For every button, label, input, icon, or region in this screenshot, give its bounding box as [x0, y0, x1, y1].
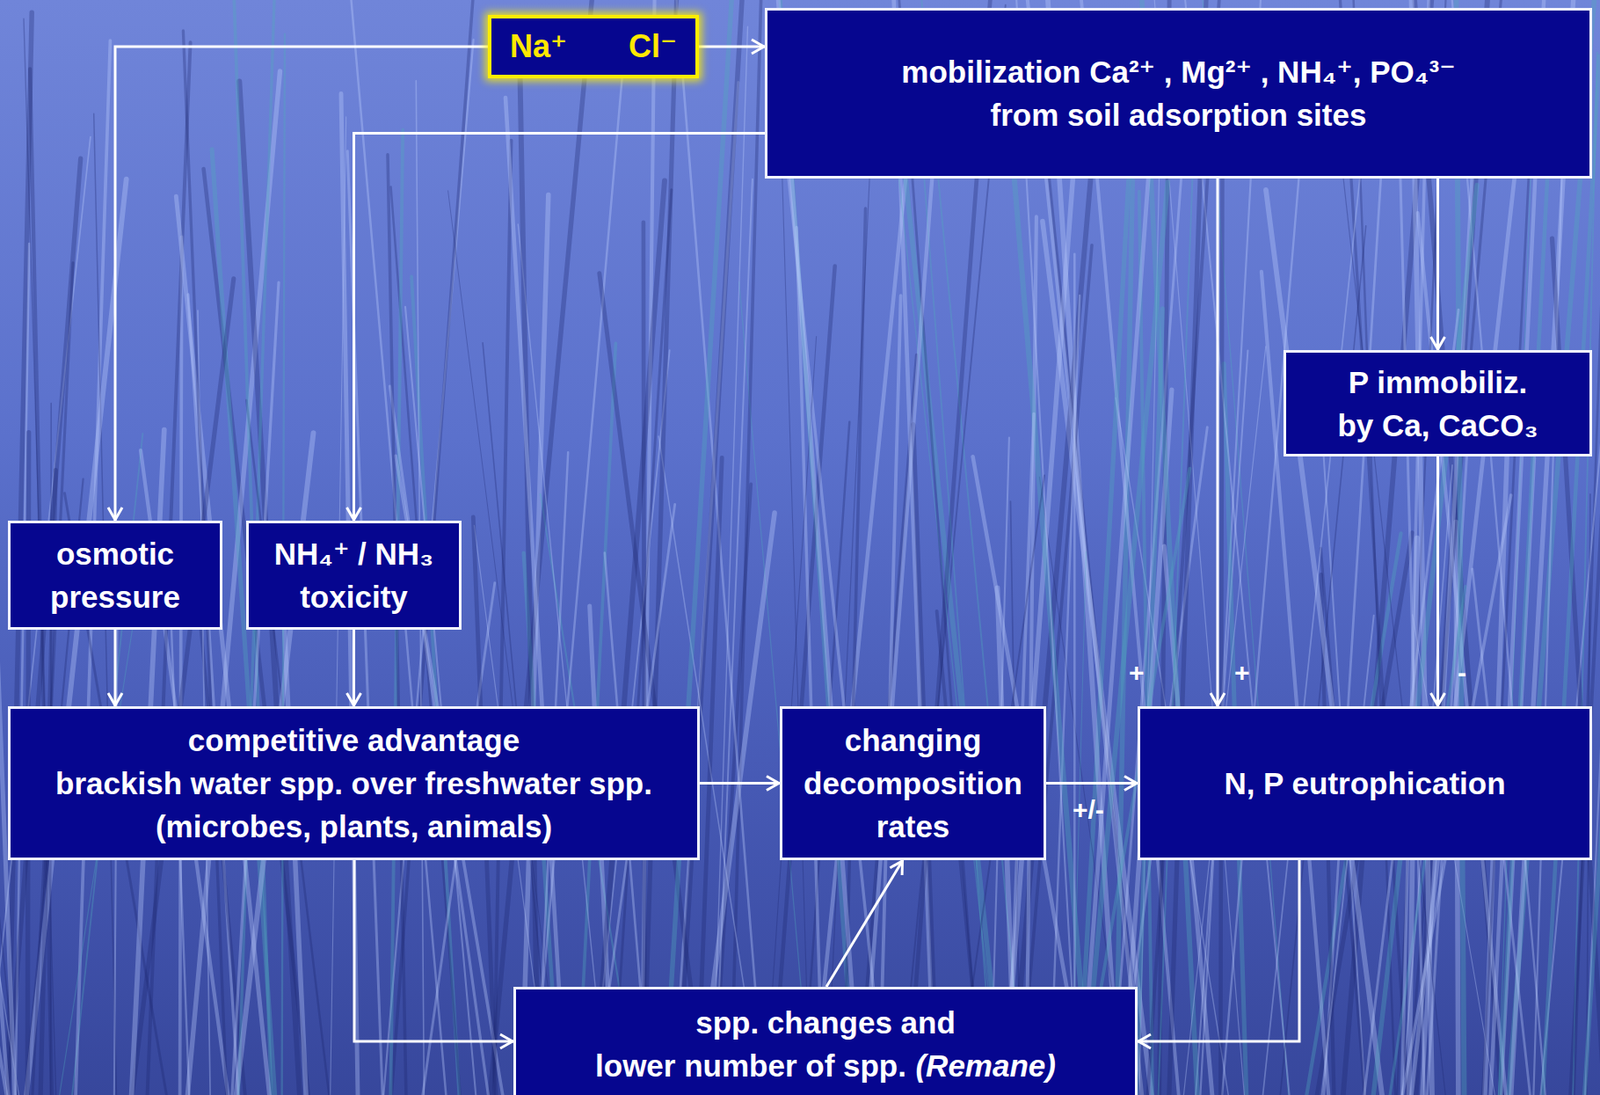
node-text: changing decomposition rates — [803, 718, 1023, 848]
process-box: P immobiliz. by Ca, CaCO₃ — [1283, 349, 1593, 457]
connector-arrow — [114, 629, 117, 706]
node-text: osmotic pressure — [50, 531, 181, 619]
connector-arrow — [1216, 178, 1220, 706]
connector-arrow — [699, 781, 780, 785]
ion-box: Na⁺ Cl⁻ — [487, 14, 699, 79]
connector-arrow — [826, 859, 903, 987]
text-group: osmotic pressure — [50, 531, 181, 619]
node-text: competitive advantage brackish water spp… — [55, 718, 653, 848]
reed-stroke — [1077, 32, 1160, 1095]
reed-stroke — [1073, 254, 1077, 1095]
reed-stroke — [878, 295, 902, 1095]
reed-stroke — [485, 0, 607, 1095]
edge-sign: +/- — [1072, 796, 1105, 823]
reed-stroke — [29, 262, 73, 1095]
node-text: Cl⁻ — [628, 24, 677, 69]
process-box: N, P eutrophication — [1137, 705, 1593, 860]
reed-stroke — [1265, 189, 1389, 1095]
text-group: P immobiliz. by Ca, CaCO₃ — [1337, 360, 1538, 447]
connector-arrow — [354, 133, 766, 521]
connector-arrow — [352, 629, 356, 706]
reed-stroke — [1218, 76, 1309, 1095]
reed-stroke — [661, 0, 742, 1095]
node-text: spp. changes and lower number of spp. — [595, 1004, 956, 1083]
sign-label: + — [1128, 659, 1145, 686]
text-group: N, P eutrophication — [1223, 761, 1506, 805]
reed-stroke — [448, 190, 568, 1095]
reed-stroke — [493, 140, 512, 1095]
connector-arrow — [1436, 456, 1440, 706]
text-group: NH₄⁺ / NH₃ toxicity — [274, 531, 435, 619]
text-group: changing decomposition rates — [803, 718, 1023, 848]
process-box: NH₄⁺ / NH₃ toxicity — [246, 520, 462, 630]
text-group: competitive advantage brackish water spp… — [55, 718, 653, 848]
connector-arrow — [1046, 781, 1138, 785]
node-text: P immobiliz. by Ca, CaCO₃ — [1337, 360, 1538, 447]
reed-stroke — [0, 224, 17, 1095]
reed-stroke — [641, 0, 677, 1095]
reed-stroke — [126, 278, 234, 1095]
reed-stroke — [1540, 56, 1600, 1095]
process-box: mobilization Ca²⁺ , Mg²⁺ , NH₄⁺, PO₄³⁻ f… — [764, 7, 1593, 179]
reed-stroke — [1258, 92, 1370, 1095]
reed-stroke — [842, 208, 866, 1095]
text-group: mobilization Ca²⁺ , Mg²⁺ , NH₄⁺, PO₄³⁻ f… — [901, 50, 1455, 137]
process-box: osmotic pressure — [7, 520, 223, 630]
reed-stroke — [1367, 185, 1477, 1095]
connector-arrow — [115, 46, 488, 521]
process-box: spp. changes and lower number of spp.(Re… — [513, 986, 1138, 1095]
node-text: N, P eutrophication — [1223, 761, 1506, 805]
edge-sign: + — [1234, 659, 1251, 686]
node-text: NH₄⁺ / NH₃ toxicity — [274, 531, 435, 619]
reed-stroke — [1480, 116, 1533, 1095]
node-text: (Remane) — [915, 1047, 1055, 1083]
reed-stroke — [889, 96, 1005, 1095]
text-group: spp. changes and lower number of spp.(Re… — [595, 1000, 1056, 1087]
reed-stroke — [1009, 116, 1094, 1095]
reed-stroke — [405, 306, 480, 1095]
edge-sign: - — [1457, 659, 1467, 686]
reed-stroke — [589, 181, 665, 1095]
connector-arrow — [1436, 178, 1440, 350]
reed-stroke — [643, 222, 645, 1095]
connector-arrow — [1137, 859, 1300, 1041]
reed-stroke — [662, 0, 768, 1095]
node-text: mobilization Ca²⁺ , Mg²⁺ , NH₄⁺, PO₄³⁻ f… — [901, 50, 1455, 137]
process-box: competitive advantage brackish water spp… — [7, 705, 700, 860]
node-text: Na⁺ — [509, 24, 568, 69]
reed-stroke — [505, 97, 569, 1095]
reed-stroke — [229, 282, 279, 1095]
reed-stroke — [180, 236, 182, 1095]
reed-stroke — [914, 44, 998, 1095]
reed-stroke — [858, 72, 940, 1095]
reed-stroke — [1220, 40, 1223, 1095]
connector-arrow — [354, 859, 514, 1041]
reed-stroke — [711, 26, 749, 1095]
reed-stroke — [1007, 32, 1105, 1095]
process-box: changing decomposition rates — [779, 705, 1047, 860]
connector-arrow — [698, 45, 765, 49]
reed-stroke — [21, 179, 127, 1095]
reed-stroke — [610, 189, 672, 1095]
reed-stroke — [796, 227, 825, 1095]
